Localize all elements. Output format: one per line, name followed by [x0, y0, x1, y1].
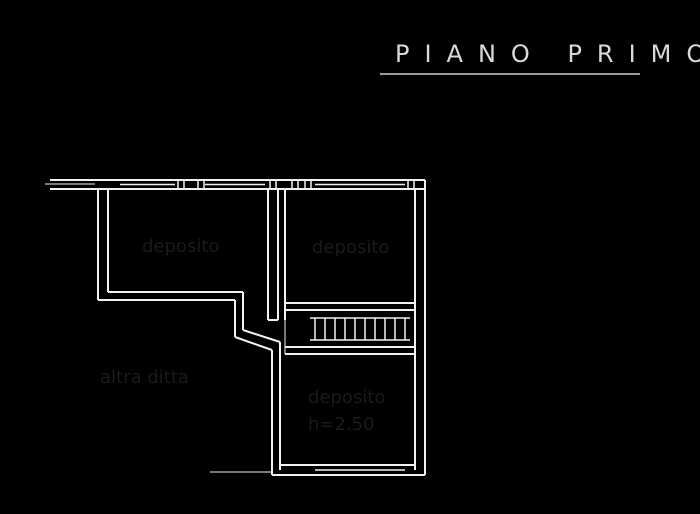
plan-title: PIANO PRIMO [395, 40, 700, 68]
room-label-deposito-bottom: deposito [308, 387, 385, 408]
windows [120, 179, 415, 471]
walls [45, 179, 426, 476]
room-label-altra-ditta: altra ditta [100, 367, 189, 388]
room-label-deposito-right: deposito [312, 237, 389, 258]
room-label-deposito-bottom-height: h=2.50 [308, 414, 375, 435]
stair [310, 317, 410, 341]
room-label-deposito-left: deposito [142, 236, 219, 257]
